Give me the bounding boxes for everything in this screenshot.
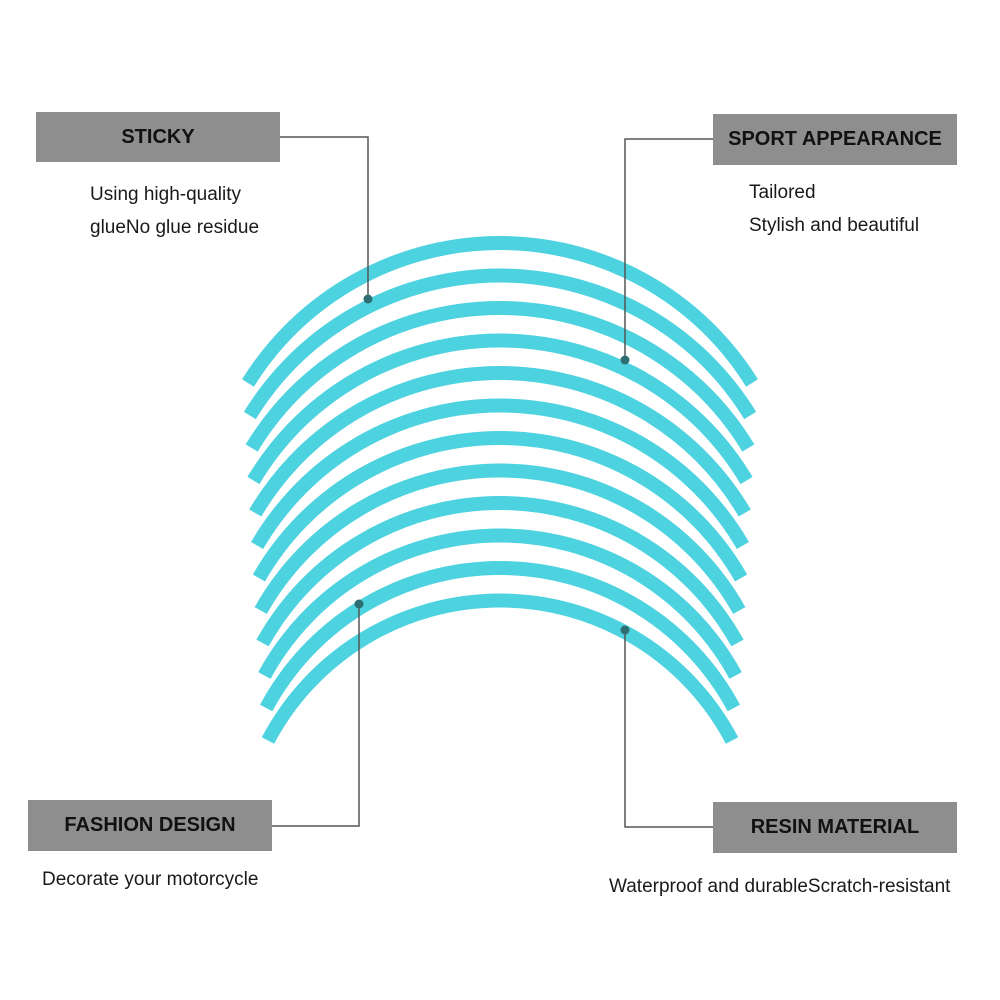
stripe-arc [247,333,753,485]
fashion-design-description: Decorate your motorcycle [42,863,258,896]
stripe-arc [249,366,751,517]
sport-line-2: Stylish and beautiful [749,215,920,236]
sport-leader-dot [620,355,630,365]
stripe-group [242,236,758,744]
fashion-line-1: Decorate your motorcycle [42,869,259,890]
stripe-arc [252,431,748,582]
stripe-arc [245,301,755,452]
fashion-design-label: FASHION DESIGN [28,800,272,851]
stripe-arc [258,528,742,679]
stripe-arc [251,398,749,550]
fashion-leader-line [272,604,360,827]
resin-leader-dot [620,625,630,635]
stripe-arc [260,561,740,712]
resin-material-label: RESIN MATERIAL [713,802,957,853]
sticky-title: STICKY [121,125,195,148]
stripe-arc [254,463,746,614]
stripe-arc [243,268,757,420]
stripe-arc [242,236,758,387]
stripe-arc [256,496,744,647]
resin-material-title: RESIN MATERIAL [750,816,920,838]
sport-appearance-title: SPORT APPEARANCE [728,128,942,150]
sticky-description: Using high-quality glueNo glue residue [90,178,259,244]
sport-appearance-description: Tailored Stylish and beautiful [749,176,919,242]
sticky-leader-line [280,136,369,299]
sticky-label: STICKY [36,112,280,162]
resin-line-1: Waterproof and durableScratch-resistant [609,876,951,897]
sport-leader-line [624,138,713,360]
resin-material-description: Waterproof and durableScratch-resistant [609,870,950,903]
sticky-line-1: Using high-quality [90,184,242,205]
stripe-arc [261,593,739,744]
sticky-line-2: glueNo glue residue [90,217,260,238]
leader-lines [272,136,713,828]
sticky-leader-dot [363,294,373,304]
fashion-design-title: FASHION DESIGN [64,814,236,836]
sport-appearance-label: SPORT APPEARANCE [713,114,957,165]
fashion-leader-dot [354,599,364,609]
sport-line-1: Tailored [749,182,816,203]
resin-leader-line [624,630,713,828]
